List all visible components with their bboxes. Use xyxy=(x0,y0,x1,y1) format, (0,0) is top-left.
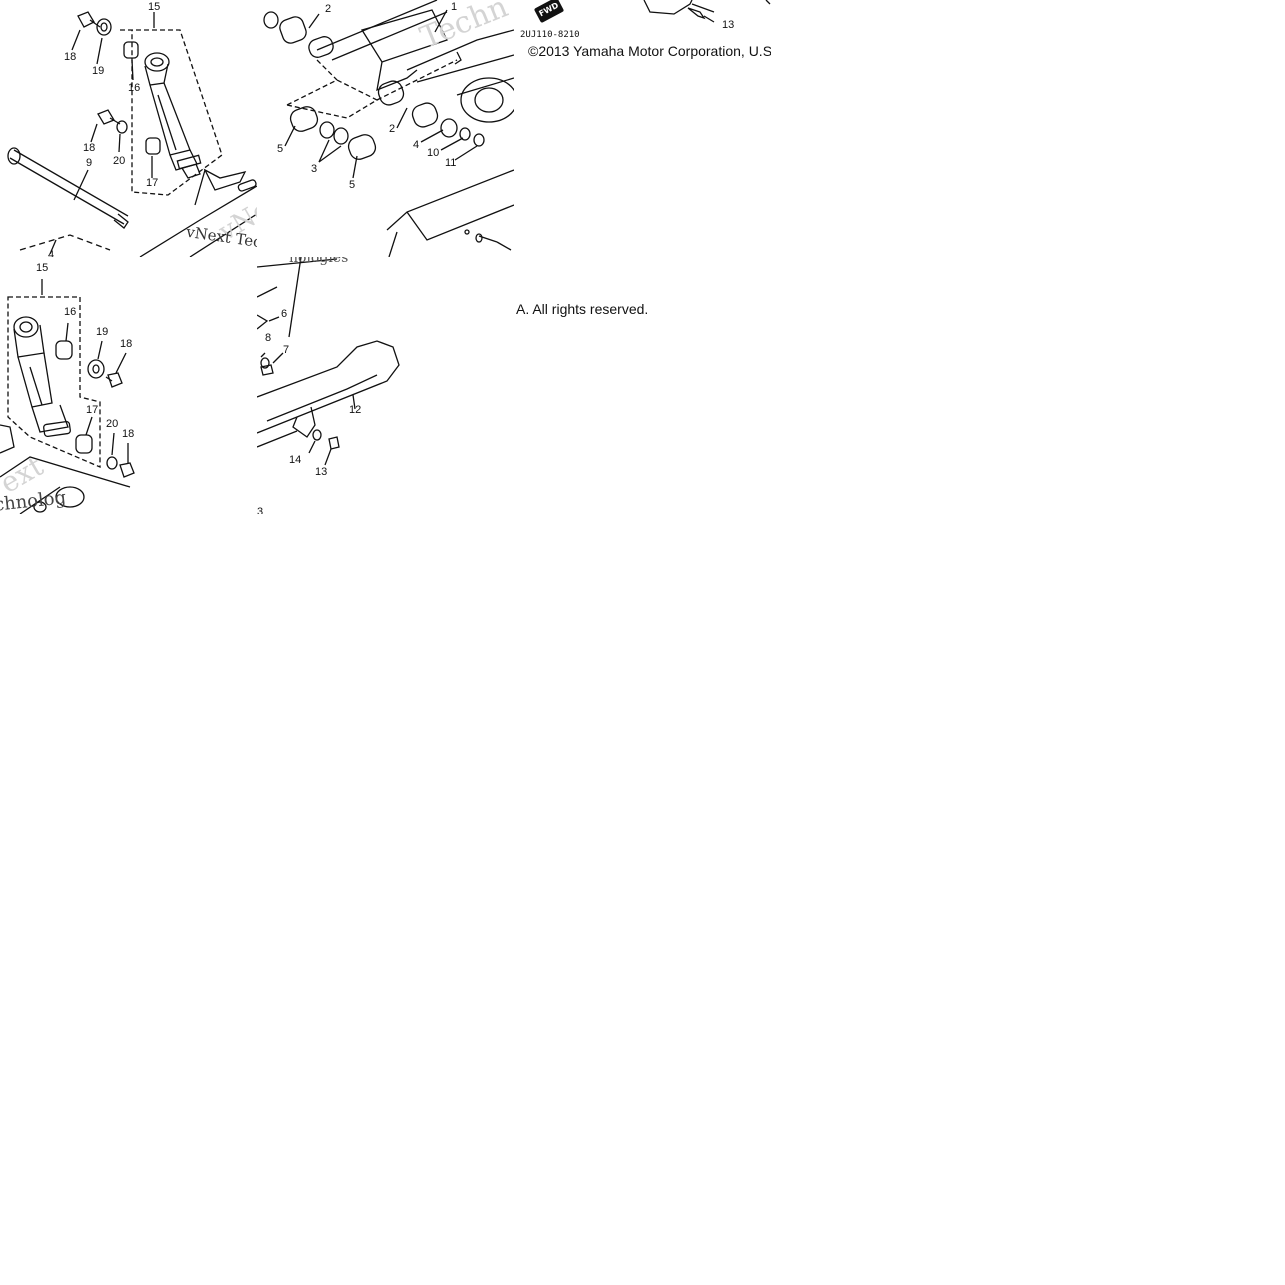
callout-13: 13 xyxy=(315,466,328,478)
callout-4: 4 xyxy=(413,139,420,151)
callout-5: 5 xyxy=(349,179,356,191)
callout-19: 19 xyxy=(96,326,109,338)
drawing-code: 2UJ110-8210 xyxy=(520,30,580,40)
callout-16: 16 xyxy=(128,82,141,94)
swingarm-drawing xyxy=(263,0,514,257)
diagram-tile-chain-case: 6 8 7 12 14 13 3 nologies xyxy=(257,257,514,514)
callout-16: 16 xyxy=(64,306,77,318)
diagram-tile-rear-shock-upper: 15 18 19 16 18 20 9 17 4 vNe vNext Tec xyxy=(0,0,257,257)
callout-17: 17 xyxy=(146,177,159,189)
diagram-tile-rights: A. All rights reserved. xyxy=(514,257,771,514)
callout-11: 11 xyxy=(445,157,457,169)
callout-20: 20 xyxy=(106,418,119,430)
callout-3: 3 xyxy=(257,506,264,515)
callout-18: 18 xyxy=(122,428,135,440)
diagram-tile-rear-shock-lower: 15 16 19 18 17 20 18 ext chnolog xyxy=(0,257,257,514)
callout-2: 2 xyxy=(389,123,396,135)
callout-14: 14 xyxy=(289,454,302,466)
callout-18: 18 xyxy=(64,51,77,63)
callout-18: 18 xyxy=(120,338,133,350)
callout-8: 8 xyxy=(265,332,272,344)
callout-15: 15 xyxy=(36,262,49,274)
callout-4: 4 xyxy=(48,249,55,258)
callout-7: 7 xyxy=(283,344,290,356)
callout-17: 17 xyxy=(86,404,99,416)
callout-15: 15 xyxy=(148,1,161,13)
callout-19: 19 xyxy=(92,65,105,77)
callout-12: 12 xyxy=(349,404,362,416)
diagram-tile-fwd-copyright: FWD 13 2UJ110-8210 ©2013 Yamaha Motor Co… xyxy=(514,0,771,257)
callout-10: 10 xyxy=(427,147,440,159)
callout-2: 2 xyxy=(325,3,332,15)
callout-13: 13 xyxy=(722,19,735,31)
shock-absorber-assembly-drawing-2 xyxy=(0,279,135,514)
callout-5: 5 xyxy=(277,143,284,155)
shock-absorber-assembly-drawing xyxy=(7,11,257,257)
callout-18: 18 xyxy=(83,142,96,154)
diagram-tile-swingarm: 2 1 2 4 10 11 5 3 5 Techn xyxy=(257,0,514,257)
callout-3: 3 xyxy=(311,163,318,175)
callout-20: 20 xyxy=(113,155,126,167)
callout-9: 9 xyxy=(86,157,93,169)
callout-1: 1 xyxy=(451,1,458,13)
chain-case-drawing xyxy=(257,257,400,466)
chain-case-fragment xyxy=(643,0,771,23)
copyright-line-2: A. All rights reserved. xyxy=(516,301,649,317)
copyright-line-1: ©2013 Yamaha Motor Corporation, U.S. xyxy=(528,43,771,59)
watermark: nologies xyxy=(289,257,349,266)
callout-6: 6 xyxy=(281,308,288,320)
